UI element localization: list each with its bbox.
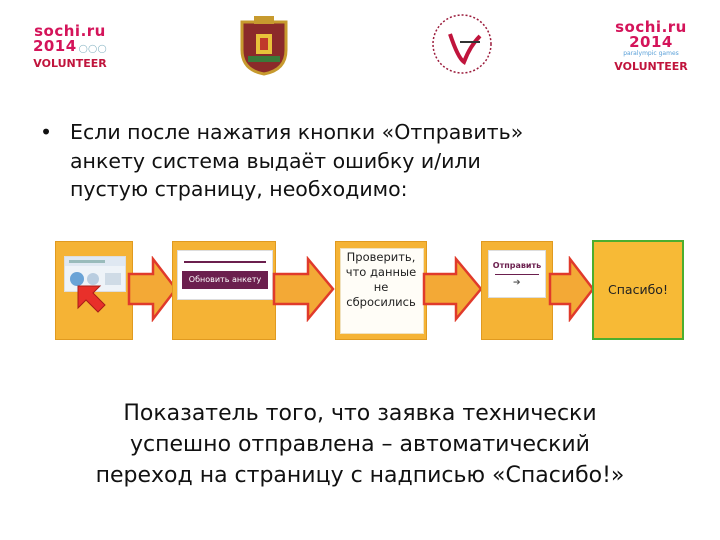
check-data-panel: [340, 248, 424, 334]
sochi-volunteer-logo-left: sochi.ru 2014◯◯◯ VOLUNTEER: [30, 22, 110, 70]
refresh-form-button: Обновить анкету: [182, 271, 268, 289]
caption-line: Показатель того, что заявка технически: [123, 401, 597, 426]
caption-line: переход на страницу с надписью «Спасибо!…: [95, 463, 625, 489]
step-refresh-browser: [55, 241, 133, 340]
bullet-line: пустую страницу, необходимо:: [70, 177, 408, 202]
logo-mark: sochi.ru: [34, 22, 106, 40]
flow-arrow-1: [127, 256, 178, 322]
flow-arrow-2: [272, 256, 335, 322]
logo-mark: sochi.ru: [615, 18, 687, 36]
refresh-form-thumbnail: Обновить анкету: [177, 250, 273, 300]
step-check-data: Проверить, что данные не сбросились: [335, 241, 427, 340]
logo-year: 2014◯◯◯: [32, 37, 108, 55]
bullet-line: Если после нажатия кнопки «Отправить»: [70, 120, 524, 144]
flow-arrow-4: [548, 256, 595, 322]
cursor-arrow-icon: ➔: [513, 278, 521, 288]
logo-volunteer: VOLUNTEER: [33, 57, 107, 70]
check-data-text: Проверить, что данные не сбросились: [345, 250, 417, 309]
logo-year: 2014: [629, 33, 673, 51]
caption: Показатель того, что заявка технически у…: [30, 398, 690, 492]
olympic-rings-icon: ◯◯◯: [78, 44, 108, 53]
coat-of-arms-icon: [236, 12, 292, 76]
sochi-volunteer-logo-right: sochi.ru 2014 paralympic games VOLUNTEER: [608, 18, 694, 73]
bullet-text: Если после нажатия кнопки «Отправить» ан…: [70, 118, 670, 204]
step-thank-you: Спасибо!: [592, 240, 684, 340]
step-refresh-form: Обновить анкету: [172, 241, 276, 340]
step-submit: Отправить ➔: [481, 241, 553, 340]
pointer-arrow-icon: [77, 285, 106, 313]
purple-line: [184, 261, 266, 263]
logo-subtitle: paralympic games: [623, 50, 679, 57]
bullet-line: анкету система выдаёт ошибку и/или: [70, 148, 481, 173]
flow-arrow-3: [422, 256, 483, 322]
submit-button-label: Отправить: [492, 261, 542, 270]
submit-thumbnail: Отправить ➔: [488, 250, 546, 298]
instruction-bullet: • Если после нажатия кнопки «Отправить» …: [40, 118, 670, 204]
browser-toolbar-thumbnail: [64, 256, 126, 292]
logo-volunteer: VOLUNTEER: [614, 60, 688, 73]
thank-you-text: Спасибо!: [608, 282, 668, 297]
submit-underline: [495, 274, 539, 275]
circular-emblem-icon: [430, 12, 494, 76]
bullet-icon: •: [40, 120, 53, 144]
caption-line: успешно отправлена – автоматический: [130, 432, 590, 458]
